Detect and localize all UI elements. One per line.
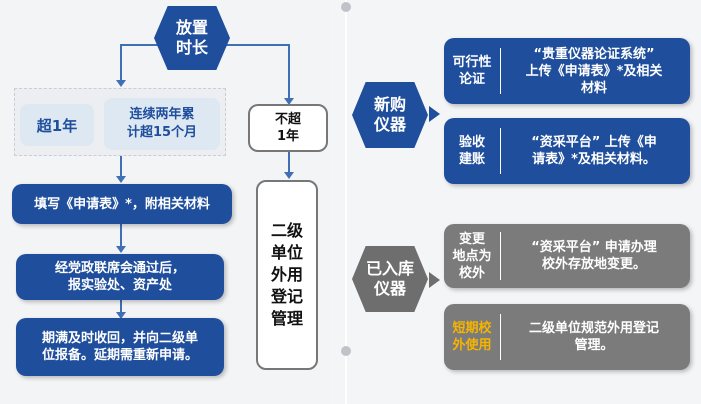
- row-feasibility: 可行性 论证 “贵重仪器论证系统” 上传《申请表》*及相关 材料: [444, 38, 690, 104]
- row-acceptance-text: “资采平台” 上传《申 请表》*及相关材料。: [531, 135, 657, 167]
- connector-s1-s2: [120, 224, 122, 248]
- over-one-year-box: 超1年: [20, 104, 94, 146]
- row-change-location: 变更 地点为 校外 “资采平台” 申请办理 校外存放地变更。: [444, 224, 690, 288]
- row-feasibility-text: “贵重仪器论证系统” 上传《申请表》*及相关 材料: [525, 46, 663, 96]
- arrow-head: [284, 172, 294, 179]
- arrow-right-icon: [428, 272, 440, 288]
- row-short-term-use: 短期校 外使用 二级单位规范外用登记 管理。: [444, 304, 690, 370]
- connector-right-v: [288, 44, 290, 100]
- row-change-location-label: 变更 地点为 校外: [452, 231, 492, 281]
- row-feasibility-label: 可行性 论证: [452, 55, 492, 87]
- arrow-head: [116, 80, 126, 87]
- consecutive-box: 连续两年累 计超15个月: [104, 98, 220, 150]
- connector-left-v: [120, 44, 122, 82]
- row-change-location-text: “资采平台” 申请办理 校外存放地变更。: [531, 240, 657, 272]
- step-fill-form-text: 填写《申请表》*，附相关材料: [34, 196, 210, 212]
- step-fill-form: 填写《申请表》*，附相关材料: [12, 184, 232, 224]
- step-approval: 经党政联席会通过后， 报实验处、资产处: [16, 254, 224, 300]
- step-return: 期满及时收回，并向二级单 位报备。延期需重新申请。: [16, 318, 224, 376]
- connector-mid-v: [120, 156, 122, 178]
- divider: [340, 0, 352, 404]
- duration-hex: 放置 时长: [154, 6, 230, 70]
- connector-notover-reg: [288, 152, 290, 174]
- arrow-head: [116, 312, 126, 319]
- arrow-right-icon: [428, 106, 440, 122]
- stocked-instrument-hex: 已入库 仪器: [352, 246, 428, 312]
- row-acceptance: 验收 建账 “资采平台” 上传《申 请表》*及相关材料。: [444, 118, 690, 184]
- arrow-head: [116, 246, 126, 253]
- registration-box: 二级 单位 外用 登记 管理: [256, 180, 318, 370]
- arrow-head: [116, 176, 126, 183]
- row-short-term-use-text: 二级单位规范外用登记 管理。: [528, 321, 659, 353]
- row-acceptance-label: 验收 建账: [458, 135, 485, 167]
- not-over-one-year-box: 不超 1年: [248, 104, 328, 152]
- connector-s2-s3: [120, 300, 122, 314]
- arrow-head: [284, 98, 294, 105]
- new-instrument-hex: 新购 仪器: [352, 82, 428, 148]
- step-return-text: 期满及时收回，并向二级单 位报备。延期需重新申请。: [41, 331, 198, 363]
- row-short-term-use-label: 短期校 外使用: [452, 321, 492, 353]
- step-approval-text: 经党政联席会通过后， 报实验处、资产处: [54, 261, 185, 293]
